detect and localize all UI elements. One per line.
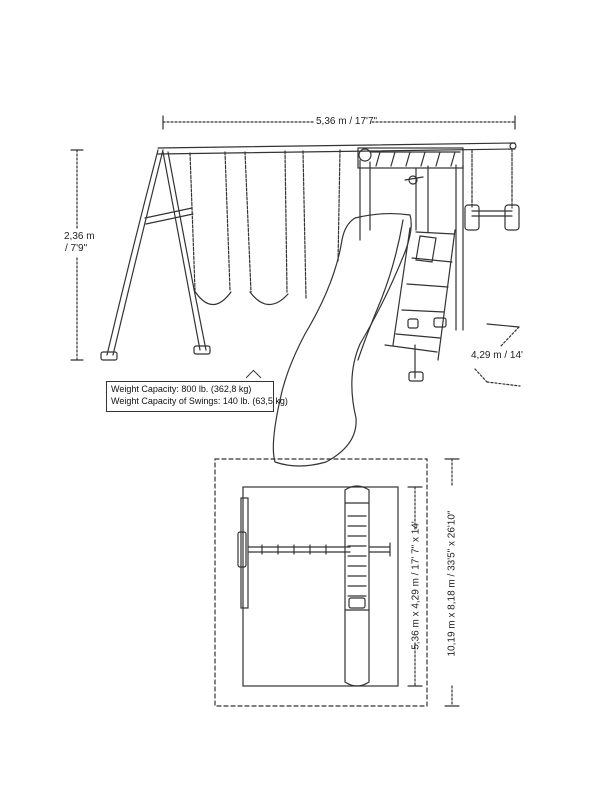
- width-label: 5,36 m / 17'7": [316, 116, 378, 127]
- swing-1-seat: [193, 289, 232, 306]
- swing-3: [302, 149, 341, 299]
- plan-swing-beam: [237, 497, 391, 609]
- depth-dimension-line: [474, 323, 521, 387]
- top-beam: [157, 142, 517, 155]
- swing-1: [189, 151, 231, 291]
- plan-slide-tower: [344, 485, 370, 687]
- depth-label: 4,29 m / 14': [471, 350, 523, 361]
- swing-weight-capacity-text: Weight Capacity of Swings: 140 lb. (63,5…: [111, 396, 288, 406]
- footprint-label: 5,36 m x 4,29 m / 17' 7" x 14': [410, 521, 422, 650]
- footprint-outline: [242, 486, 399, 687]
- weight-capacity-text: Weight Capacity: 800 lb. (362,8 kg): [111, 384, 252, 394]
- trapeze-bar: [464, 148, 520, 231]
- climbing-tower: [357, 147, 464, 331]
- swing-2-seat: [249, 291, 289, 306]
- footprint-dimension-line: [407, 486, 423, 687]
- wave-slide: [272, 212, 412, 467]
- play-area-label: 10,19 m x 8,18 m / 33'5" x 26'10": [446, 510, 458, 657]
- swing-2: [244, 150, 288, 293]
- left-a-frame: [100, 149, 211, 361]
- height-label-imperial: / 7'9": [65, 243, 88, 254]
- height-label-metric: 2,36 m: [64, 231, 95, 242]
- ladder: [384, 227, 456, 382]
- play-area-dimension-line: [444, 458, 460, 707]
- weight-capacity-callout: Weight Capacity: 800 lb. (362,8 kg) Weig…: [106, 381, 288, 412]
- play-area-outline: [214, 458, 428, 707]
